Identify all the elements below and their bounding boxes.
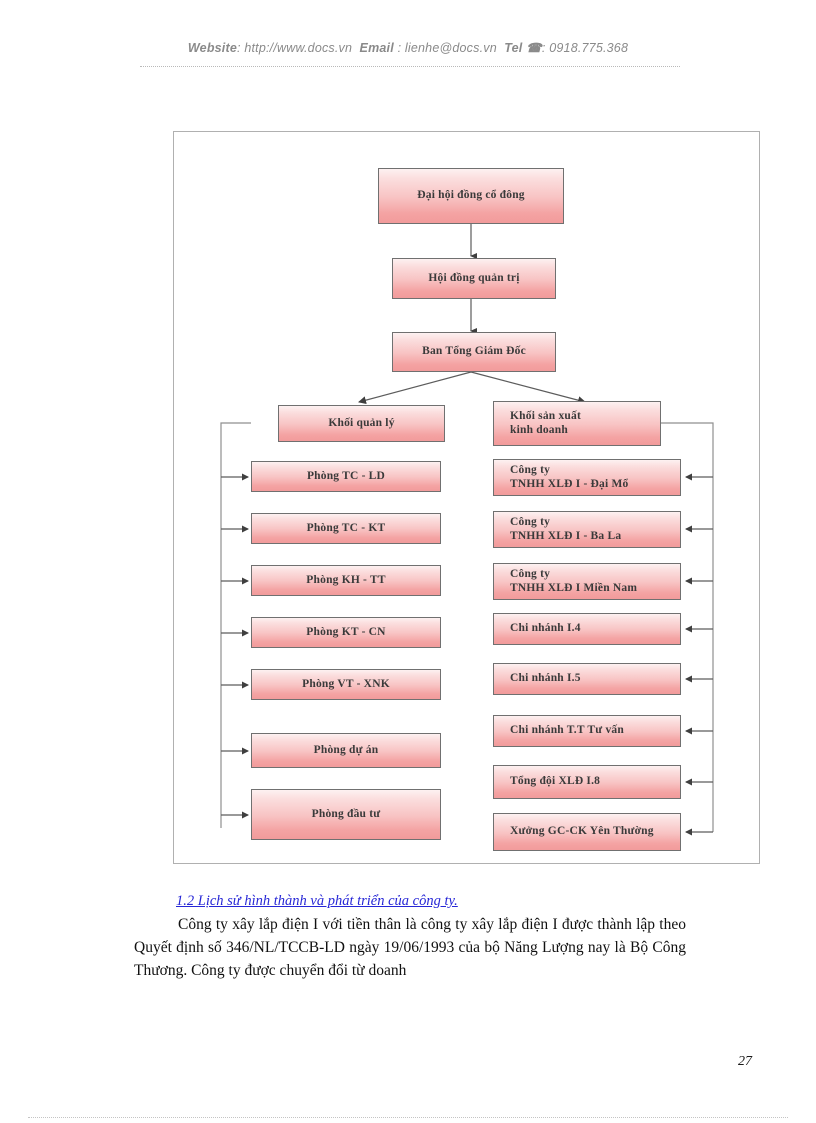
node-chi-nhanh-i5[interactable]: Chi nhánh I.5 [493, 663, 681, 695]
node-cty-xld-i-ba-la[interactable]: Công ty TNHH XLĐ I - Ba La [493, 511, 681, 548]
header-website-label: Website [187, 41, 237, 55]
section-heading: 1.2 Lịch sử hình thành và phát triển của… [176, 893, 458, 909]
node-label: Phòng KH - TT [306, 573, 386, 586]
node-label: Phòng KT - CN [306, 625, 386, 638]
org-chart-canvas: Đại hội đồng cổ đông Hội đồng quản trị B… [174, 132, 759, 863]
node-board-of-directors[interactable]: Hội đồng quản trị [392, 258, 556, 299]
telephone-icon: ☎ [526, 41, 542, 55]
node-label: Phòng dự án [313, 743, 379, 756]
page-header: Website: http://www.docs.vn Email : lien… [0, 40, 816, 74]
footer-divider [28, 1117, 788, 1118]
org-chart-connectors [220, 224, 714, 836]
node-phong-tc-ld[interactable]: Phòng TC - LD [251, 461, 441, 492]
header-contact-line: Website: http://www.docs.vn Email : lien… [0, 40, 816, 55]
header-email-label: Email [359, 41, 394, 55]
node-label: Xưởng GC-CK Yên Thường [510, 825, 654, 838]
node-label: Chi nhánh I.5 [510, 672, 581, 685]
body-copy: Công ty xây lắp điện I với tiền thân là … [134, 913, 686, 982]
node-cty-xld-i-dai-mo[interactable]: Công ty TNHH XLĐ I - Đại Mổ [493, 459, 681, 496]
node-label: Đại hội đồng cổ đông [417, 189, 525, 202]
node-production-block[interactable]: Khối sản xuất kinh doanh [493, 401, 661, 446]
node-phong-vt-xnk[interactable]: Phòng VT - XNK [251, 669, 441, 700]
header-tel-label: Tel [504, 41, 523, 55]
node-label: Khối quản lý [328, 416, 395, 429]
node-label: Phòng đầu tư [311, 807, 381, 820]
node-phong-kt-cn[interactable]: Phòng KT - CN [251, 617, 441, 648]
node-management-block[interactable]: Khối quản lý [278, 405, 445, 442]
node-label: Ban Tổng Giám Đốc [422, 345, 526, 358]
node-label: Khối sản xuất kinh doanh [510, 410, 581, 436]
org-chart-frame: Đại hội đồng cổ đông Hội đồng quản trị B… [173, 131, 760, 864]
node-label: Tổng đội XLĐ I.8 [510, 775, 601, 788]
node-label: Chi nhánh I.4 [510, 622, 581, 635]
node-label: Phòng VT - XNK [302, 677, 390, 690]
header-divider [140, 66, 680, 67]
header-website-value: : http://www.docs.vn [237, 41, 353, 55]
node-chi-nhanh-tt-tu-van[interactable]: Chi nhánh T.T Tư vấn [493, 715, 681, 747]
node-label: Phòng TC - LD [306, 469, 386, 482]
node-chi-nhanh-i4[interactable]: Chi nhánh I.4 [493, 613, 681, 645]
node-shareholders-meeting[interactable]: Đại hội đồng cổ đông [378, 168, 564, 224]
node-tong-doi-xld-i8[interactable]: Tổng đội XLĐ I.8 [493, 765, 681, 799]
node-label: Phòng TC - KT [306, 521, 386, 534]
node-phong-tc-kt[interactable]: Phòng TC - KT [251, 513, 441, 544]
node-phong-dau-tu[interactable]: Phòng đầu tư [251, 789, 441, 840]
node-phong-kh-tt[interactable]: Phòng KH - TT [251, 565, 441, 596]
node-label: Chi nhánh T.T Tư vấn [510, 724, 624, 737]
node-cty-xld-i-mien-nam[interactable]: Công ty TNHH XLĐ I Miền Nam [493, 563, 681, 600]
node-label: Hội đồng quản trị [428, 271, 520, 284]
node-phong-du-an[interactable]: Phòng dự án [251, 733, 441, 768]
header-tel-value: : 0918.775.368 [541, 41, 629, 55]
node-xuong-gc-ck-yen-thuong[interactable]: Xưởng GC-CK Yên Thường [493, 813, 681, 851]
header-email-value: : lienhe@docs.vn [397, 41, 497, 55]
node-label: Công ty TNHH XLĐ I - Ba La [510, 516, 622, 542]
page-number: 27 [738, 1054, 752, 1069]
body-paragraph: Công ty xây lắp điện I với tiền thân là … [134, 916, 686, 979]
node-general-management[interactable]: Ban Tổng Giám Đốc [392, 332, 556, 372]
node-label: Công ty TNHH XLĐ I - Đại Mổ [510, 464, 629, 490]
node-label: Công ty TNHH XLĐ I Miền Nam [510, 568, 638, 594]
